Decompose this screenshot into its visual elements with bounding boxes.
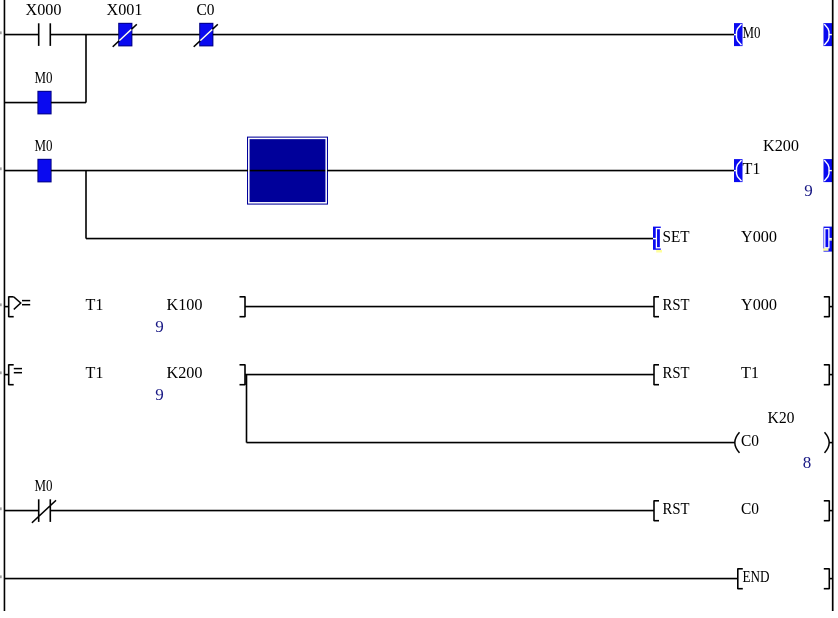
svg-text:K100: K100	[167, 295, 203, 314]
svg-text:T1: T1	[86, 295, 104, 314]
svg-text:8: 8	[803, 453, 812, 472]
svg-text:T1: T1	[741, 363, 759, 382]
svg-text:END: END	[743, 567, 770, 586]
svg-text:X000: X000	[26, 0, 62, 19]
svg-text:9: 9	[804, 181, 813, 200]
svg-text:RST: RST	[663, 499, 691, 518]
svg-text:T1: T1	[743, 159, 761, 178]
svg-text:C0: C0	[741, 499, 759, 518]
svg-text:M0: M0	[35, 136, 53, 155]
svg-text:M0: M0	[743, 23, 761, 42]
svg-text:X001: X001	[107, 0, 143, 19]
svg-text:T1: T1	[86, 363, 104, 382]
svg-text:RST: RST	[663, 363, 691, 382]
svg-text:C0: C0	[197, 0, 215, 19]
svg-text:Y000: Y000	[741, 227, 777, 246]
svg-text:RST: RST	[663, 295, 691, 314]
svg-text:K200: K200	[763, 136, 799, 155]
svg-text:Y000: Y000	[741, 295, 777, 314]
svg-text:K200: K200	[167, 363, 203, 382]
svg-text:9: 9	[155, 385, 164, 404]
svg-text:K20: K20	[768, 408, 795, 427]
svg-text:M0: M0	[35, 68, 53, 87]
svg-text:C0: C0	[741, 431, 759, 450]
svg-text:M0: M0	[35, 476, 53, 495]
svg-text:SET: SET	[663, 227, 691, 246]
svg-text:9: 9	[155, 317, 164, 336]
